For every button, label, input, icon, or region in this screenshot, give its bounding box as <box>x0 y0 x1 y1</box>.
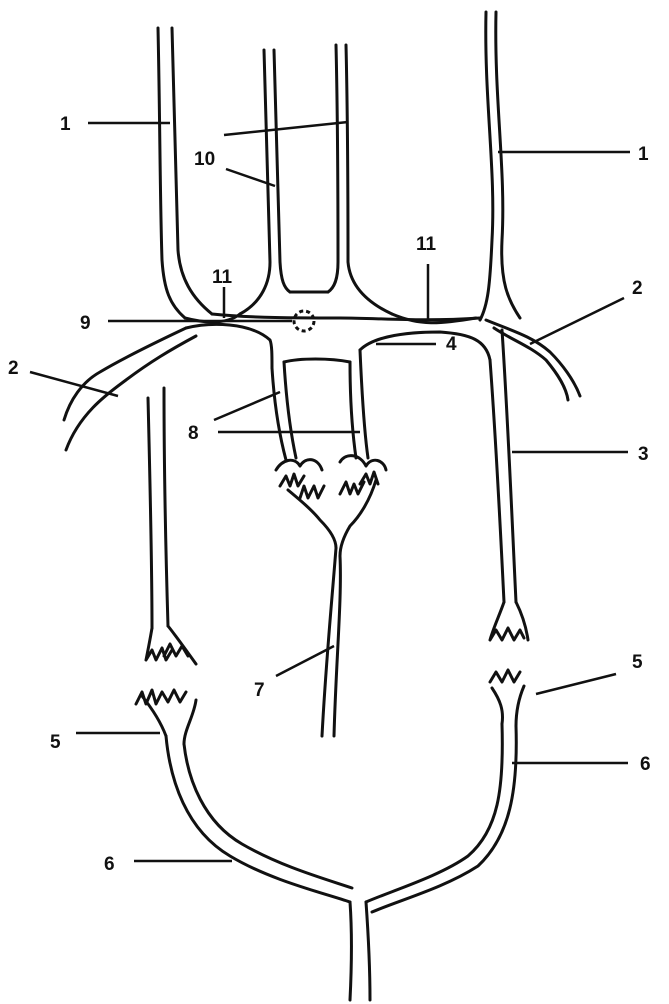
label-10: 10 <box>194 149 215 170</box>
center-gill-connector <box>284 359 350 362</box>
left-vertical-vessel-left-wall <box>148 398 152 628</box>
vessel-outlines <box>64 12 580 1000</box>
left-vertical-vessel-right-wall <box>164 388 168 626</box>
left-outer-vessel-inner-wall <box>172 28 212 314</box>
right-vertical-vessel-left-wall <box>490 360 504 602</box>
right-lower-gill-tuft <box>490 670 524 726</box>
number-labels: 1 1 10 11 11 9 2 2 8 3 4 7 5 5 6 6 <box>8 114 651 875</box>
central-top-wall <box>212 314 480 320</box>
right-inner-vessel-right-wall <box>346 45 392 314</box>
right-upper-gill-tuft <box>490 602 528 640</box>
label-1-left: 1 <box>60 114 71 135</box>
right-lower-arch <box>360 332 490 360</box>
center-right-gill-vessel-left <box>350 362 356 458</box>
left-inner-vessel-right-wall <box>274 50 290 292</box>
center-vessel-right-wall <box>334 556 340 736</box>
right-outer-vessel-outer-wall <box>480 12 493 320</box>
right-inner-vessel-left-wall <box>328 45 338 292</box>
label-9: 9 <box>80 313 91 334</box>
label-7: 7 <box>254 680 265 701</box>
right-lower-vessel-inner-wall <box>372 726 516 912</box>
right-outer-vessel-inner-wall <box>496 12 520 318</box>
label-5-left: 5 <box>50 732 61 753</box>
label-6-right: 6 <box>640 754 651 775</box>
label-2-right: 2 <box>632 278 643 299</box>
label-11-right: 11 <box>416 234 437 255</box>
center-right-gill-vessel-right <box>360 350 368 458</box>
label-8: 8 <box>188 423 199 444</box>
leader-2-right <box>530 298 624 344</box>
leader-8-upper <box>214 392 280 420</box>
right-lower-vessel-outer-wall <box>366 724 502 902</box>
label-1-right: 1 <box>638 144 649 165</box>
label-4: 4 <box>446 334 457 355</box>
label-2-left: 2 <box>8 358 19 379</box>
leader-lines <box>30 122 630 861</box>
label-5-right: 5 <box>632 652 643 673</box>
left-upper-gill-tuft <box>146 626 196 664</box>
leader-10-upper <box>224 122 348 135</box>
center-left-gill-vessel-right <box>284 362 296 458</box>
bottom-trunk-right-wall <box>366 902 370 1000</box>
bottom-trunk-left-wall <box>350 902 352 1000</box>
right-vertical-vessel-right-wall <box>502 330 516 602</box>
center-capillary-bed <box>276 456 386 556</box>
left-branch-lower-wall <box>66 336 196 450</box>
leader-2-left <box>30 372 118 396</box>
left-outer-vessel-outer-wall <box>158 28 185 318</box>
label-3: 3 <box>638 444 649 465</box>
dashed-circle-marker <box>294 311 314 331</box>
leader-5-right <box>536 674 616 694</box>
central-lower-arch <box>186 324 272 368</box>
label-6-left: 6 <box>104 854 115 875</box>
left-branch-upper-wall <box>64 328 186 420</box>
label-11-left: 11 <box>212 267 233 288</box>
left-lower-vessel-inner-wall <box>184 744 352 888</box>
